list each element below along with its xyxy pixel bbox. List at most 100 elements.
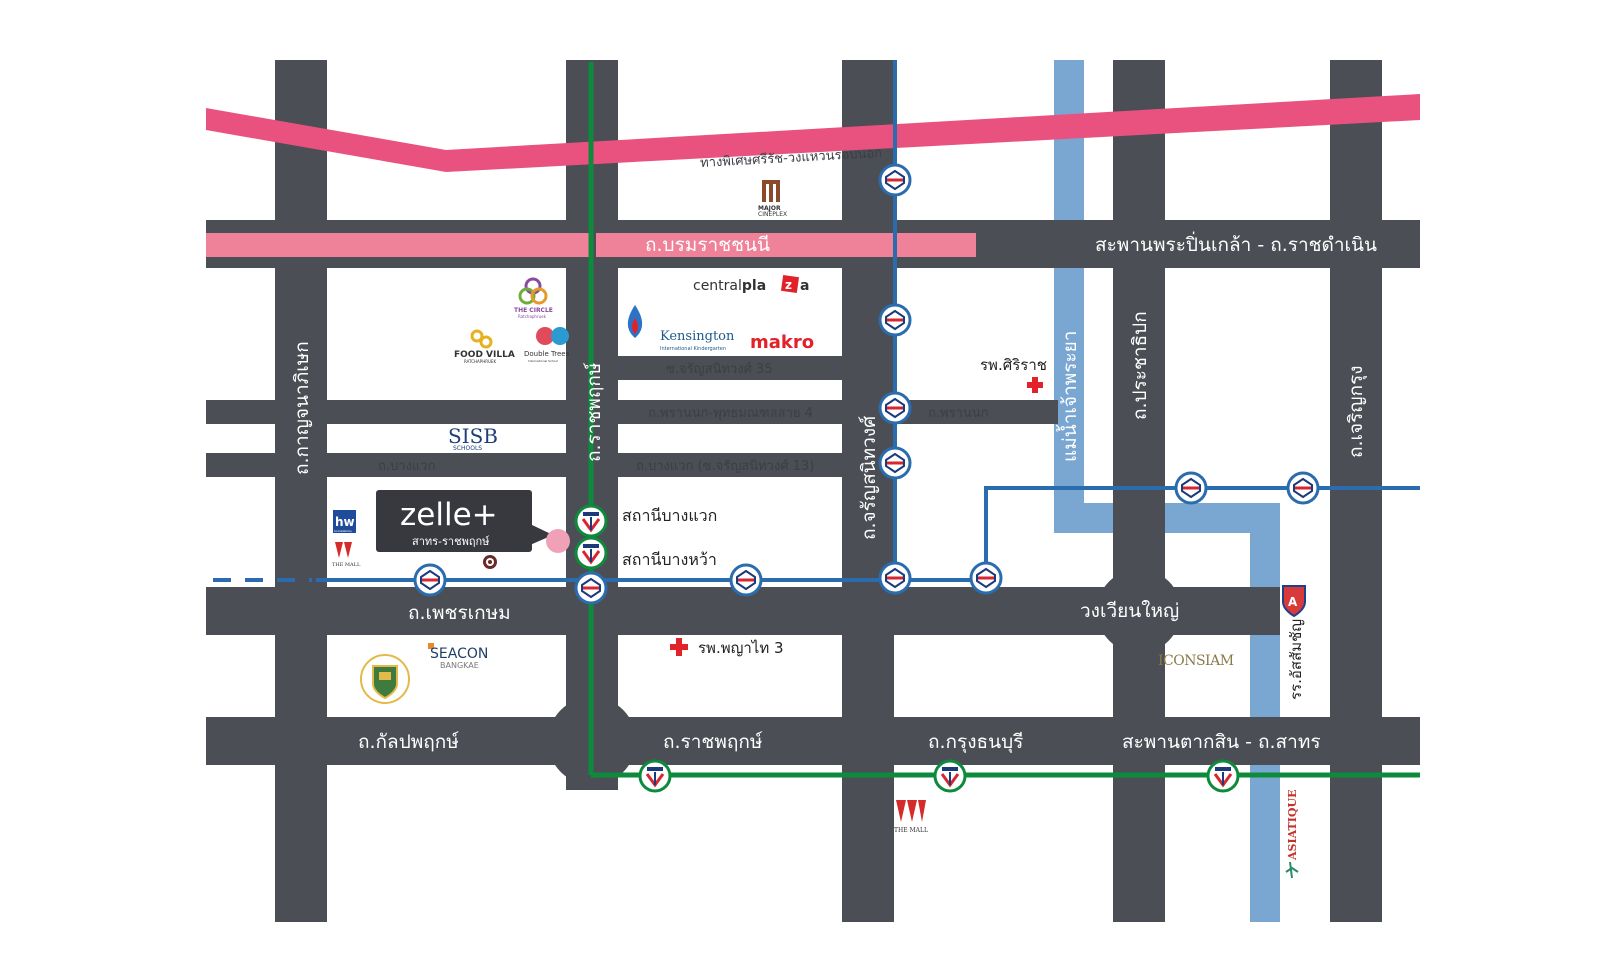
svg-text:ASIATIQUE: ASIATIQUE — [1286, 790, 1299, 861]
ptt-flame-icon — [627, 305, 643, 338]
mrt-stations — [413, 163, 1320, 605]
mrt-station-marker — [574, 571, 608, 605]
svg-text:Kensington: Kensington — [660, 329, 735, 344]
label-wongwian-yai: วงเวียนใหญ่ — [1080, 600, 1179, 622]
svg-text:MAJOR: MAJOR — [758, 205, 781, 212]
road-kanchanaphisek — [275, 60, 327, 922]
label-ratchaphruek-v: ถ.ราชพฤกษ์ — [583, 362, 605, 462]
bts-station-marker — [638, 759, 672, 793]
label-phetkasem: ถ.เพชรเกษม — [408, 602, 511, 624]
kensington-logo: Kensington International Kindergarten — [660, 329, 735, 352]
project-name: zelle+ — [400, 497, 498, 533]
label-borommaratchachonnani: ถ.บรมราชชนนี — [645, 234, 770, 256]
expressway-band — [206, 94, 1420, 172]
svg-text:Ratchaphruek: Ratchaphruek — [518, 314, 547, 319]
label-bangwaek-soi13: ถ.บางแวก (ซ.จรัญสนิทวงศ์ 13) — [636, 458, 814, 474]
emblem-icon — [483, 555, 497, 569]
bts-station-marker — [574, 536, 608, 570]
borommaratchachonnani-band-left — [206, 233, 590, 257]
road-phrannok-phutthamonthon — [206, 400, 842, 424]
svg-text:A: A — [1288, 595, 1298, 609]
hospital-cross-icon — [1027, 377, 1043, 393]
borommaratchachonnani-band-right — [596, 233, 976, 257]
mrt-station-marker — [413, 563, 447, 597]
svg-text:FOOD VILLA: FOOD VILLA — [454, 350, 515, 360]
road-network — [206, 60, 1420, 922]
label-phrannok: ถ.พรานนก — [928, 406, 989, 421]
makro-logo: makro — [750, 332, 814, 353]
bts-station-marker — [574, 504, 608, 538]
double-trees-logo: Double Trees International School — [524, 327, 570, 363]
chao-phraya-river — [1054, 60, 1280, 922]
svg-text:homeWorks: homeWorks — [334, 529, 352, 533]
sisb-logo: SISB SCHOOLS — [448, 424, 498, 452]
label-river: แม่น้ำเจ้าพระยา — [1056, 331, 1081, 462]
mrt-station-marker — [878, 303, 912, 337]
station-name-bang-waek: สถานีบางแวก — [622, 506, 717, 525]
school-crest-logo — [360, 654, 410, 704]
svg-text:hw: hw — [335, 515, 355, 529]
central-plaza-logo: centralpla z a — [693, 274, 809, 294]
mrt-station-marker — [1174, 471, 1208, 505]
svg-text:BANGKAE: BANGKAE — [440, 661, 479, 670]
the-circle-logo: THE CIRCLE Ratchaphruek — [514, 277, 553, 319]
svg-text:a: a — [800, 278, 809, 294]
label-charansanitwong: ถ.จรัญสนิทวงศ์ — [858, 416, 880, 540]
road-charoenkrung — [1330, 60, 1382, 922]
label-kanlapaphruek: ถ.กัลปพฤกษ์ — [358, 731, 459, 753]
mrt-station-marker — [729, 563, 763, 597]
poi-siriraj: รพ.ศิริราช — [980, 356, 1047, 374]
road-kanlapaphruek — [206, 717, 1420, 765]
svg-text:centralpla: centralpla — [693, 278, 766, 294]
seacon-logo: SEACON BANGKAE — [428, 643, 488, 670]
road-bangwaek — [206, 453, 842, 477]
the-mall-logo-2: THE MALL — [894, 800, 928, 834]
mrt-station-marker — [878, 163, 912, 197]
svg-text:International School: International School — [528, 359, 558, 363]
label-prachathipok: ถ.ประชาธิปก — [1129, 311, 1151, 420]
label-phrannok-phutthamonthon: ถ.พรานนก-พุทธมณฑลสาย 4 — [648, 406, 813, 421]
svg-text:THE CIRCLE: THE CIRCLE — [514, 307, 553, 314]
mrt-station-marker — [969, 561, 1003, 595]
road-phrannok — [894, 400, 1058, 424]
label-bangwaek: ถ.บางแวก — [378, 459, 435, 474]
label-kanchanaphisek: ถ.กาญจนาภิเษก — [291, 341, 313, 475]
poi-assumption: รร.อัสสัมชัญ — [1287, 619, 1305, 700]
iconsiam-logo: ICONSIAM — [1158, 653, 1234, 669]
svg-text:SISB: SISB — [448, 424, 498, 448]
svg-text:SEACON: SEACON — [430, 646, 488, 662]
hospital-cross-icon — [670, 638, 688, 656]
label-ratchaphruek-h: ถ.ราชพฤกษ์ — [663, 731, 763, 753]
label-krung-thonburi: ถ.กรุงธนบุรี — [928, 731, 1023, 754]
asiatique-logo: ASIATIQUE — [1285, 790, 1299, 879]
svg-text:SCHOOLS: SCHOOLS — [453, 445, 482, 452]
label-pinklao-bridge: สะพานพระปิ่นเกล้า - ถ.ราชดำเนิน — [1095, 231, 1377, 256]
svg-text:THE MALL: THE MALL — [332, 562, 361, 568]
bts-station-marker — [933, 759, 967, 793]
food-villa-logo: FOOD VILLA RATCHAPHRUEK — [454, 329, 515, 364]
svg-text:z: z — [785, 278, 792, 292]
major-cineplex-logo: MAJOR CINEPLEX — [758, 180, 787, 218]
svg-text:International Kindergarten: International Kindergarten — [660, 346, 726, 352]
the-mall-logo: THE MALL — [332, 542, 361, 568]
station-name-bang-wa: สถานีบางหว้า — [622, 550, 717, 569]
road-prachathipok — [1113, 60, 1165, 922]
bts-stations — [574, 504, 1240, 793]
mrt-station-marker — [878, 446, 912, 480]
poi-phyathai3: รพ.พญาไท 3 — [698, 639, 784, 657]
roundabout-wongwian-yai — [1097, 569, 1181, 653]
bts-station-marker — [1206, 759, 1240, 793]
project-callout: zelle+ สาทร-ราชพฤกษ์ — [376, 490, 553, 552]
road-soi35 — [618, 356, 842, 380]
svg-text:RATCHAPHRUEK: RATCHAPHRUEK — [464, 359, 496, 364]
svg-text:Double Trees: Double Trees — [524, 350, 570, 358]
mrt-station-marker — [1286, 471, 1320, 505]
svg-text:THE MALL: THE MALL — [894, 827, 928, 834]
project-location-pin — [546, 529, 570, 553]
svg-text:CINEPLEX: CINEPLEX — [758, 211, 787, 218]
homeworks-logo: hw homeWorks — [333, 510, 356, 533]
mrt-station-marker — [878, 391, 912, 425]
assumption-shield-icon: A — [1282, 585, 1306, 618]
label-soi35: ซ.จรัญสนิทวงศ์ 35 — [666, 361, 773, 377]
